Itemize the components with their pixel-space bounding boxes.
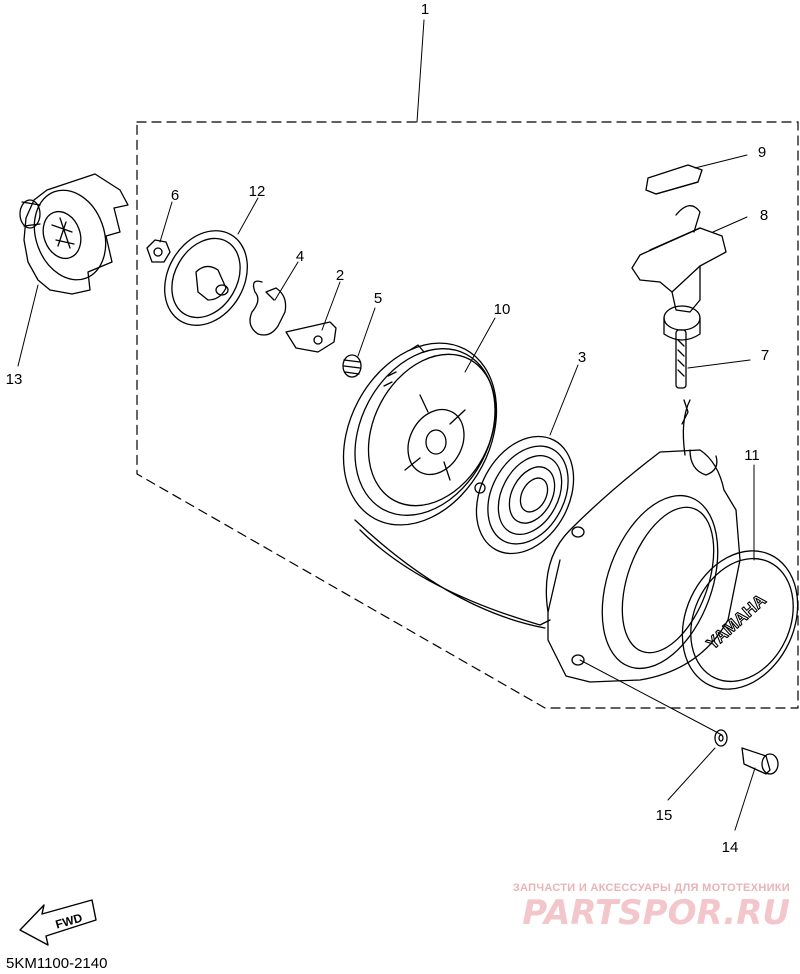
rope-7 — [675, 329, 687, 389]
bolt-14 — [741, 747, 779, 775]
callout-4: 4 — [296, 248, 304, 265]
starter-case — [545, 449, 741, 683]
handle-8 — [631, 205, 727, 341]
cover-11: YAMAHA — [681, 550, 799, 690]
callout-6: 6 — [171, 187, 179, 204]
callout-labels: 1 2 3 4 5 6 7 8 9 10 11 12 13 14 15 — [6, 1, 770, 856]
callout-5: 5 — [374, 290, 382, 307]
pawl-2 — [285, 321, 337, 353]
clip-4 — [249, 280, 287, 336]
nut-6 — [146, 239, 171, 263]
watermark: ЗАПЧАСТИ И АКСЕССУАРЫ ДЛЯ МОТОТЕХНИКИ PA… — [513, 882, 790, 933]
callout-14: 14 — [722, 839, 739, 856]
callout-13: 13 — [6, 371, 23, 388]
spiral-spring-3 — [474, 435, 575, 555]
leader-lines — [17, 19, 756, 831]
callout-15: 15 — [656, 807, 673, 824]
fwd-arrow-icon: FWD — [19, 899, 97, 946]
callout-7: 7 — [761, 347, 769, 364]
diagram-code: 5KM1100-2140 — [6, 955, 107, 972]
callout-9: 9 — [758, 144, 766, 161]
callout-2: 2 — [336, 267, 344, 284]
plate-12 — [164, 230, 248, 326]
watermark-tagline: ЗАПЧАСТИ И АКСЕССУАРЫ ДЛЯ МОТОТЕХНИКИ — [513, 882, 790, 894]
callout-10: 10 — [494, 301, 511, 318]
starter-rope — [354, 519, 551, 629]
callout-1: 1 — [421, 1, 429, 18]
yamaha-logo-text: YAMAHA — [703, 590, 770, 653]
reel-10 — [342, 342, 498, 526]
callout-8: 8 — [760, 207, 768, 224]
callout-12: 12 — [249, 183, 266, 200]
handle-cap-9 — [645, 164, 703, 195]
drive-plate-13 — [19, 173, 129, 295]
washer-15 — [714, 729, 728, 747]
callout-11: 11 — [744, 447, 760, 464]
callout-3: 3 — [578, 349, 586, 366]
watermark-brand: PARTSPOR.RU — [522, 893, 790, 933]
spring-5 — [342, 354, 362, 378]
